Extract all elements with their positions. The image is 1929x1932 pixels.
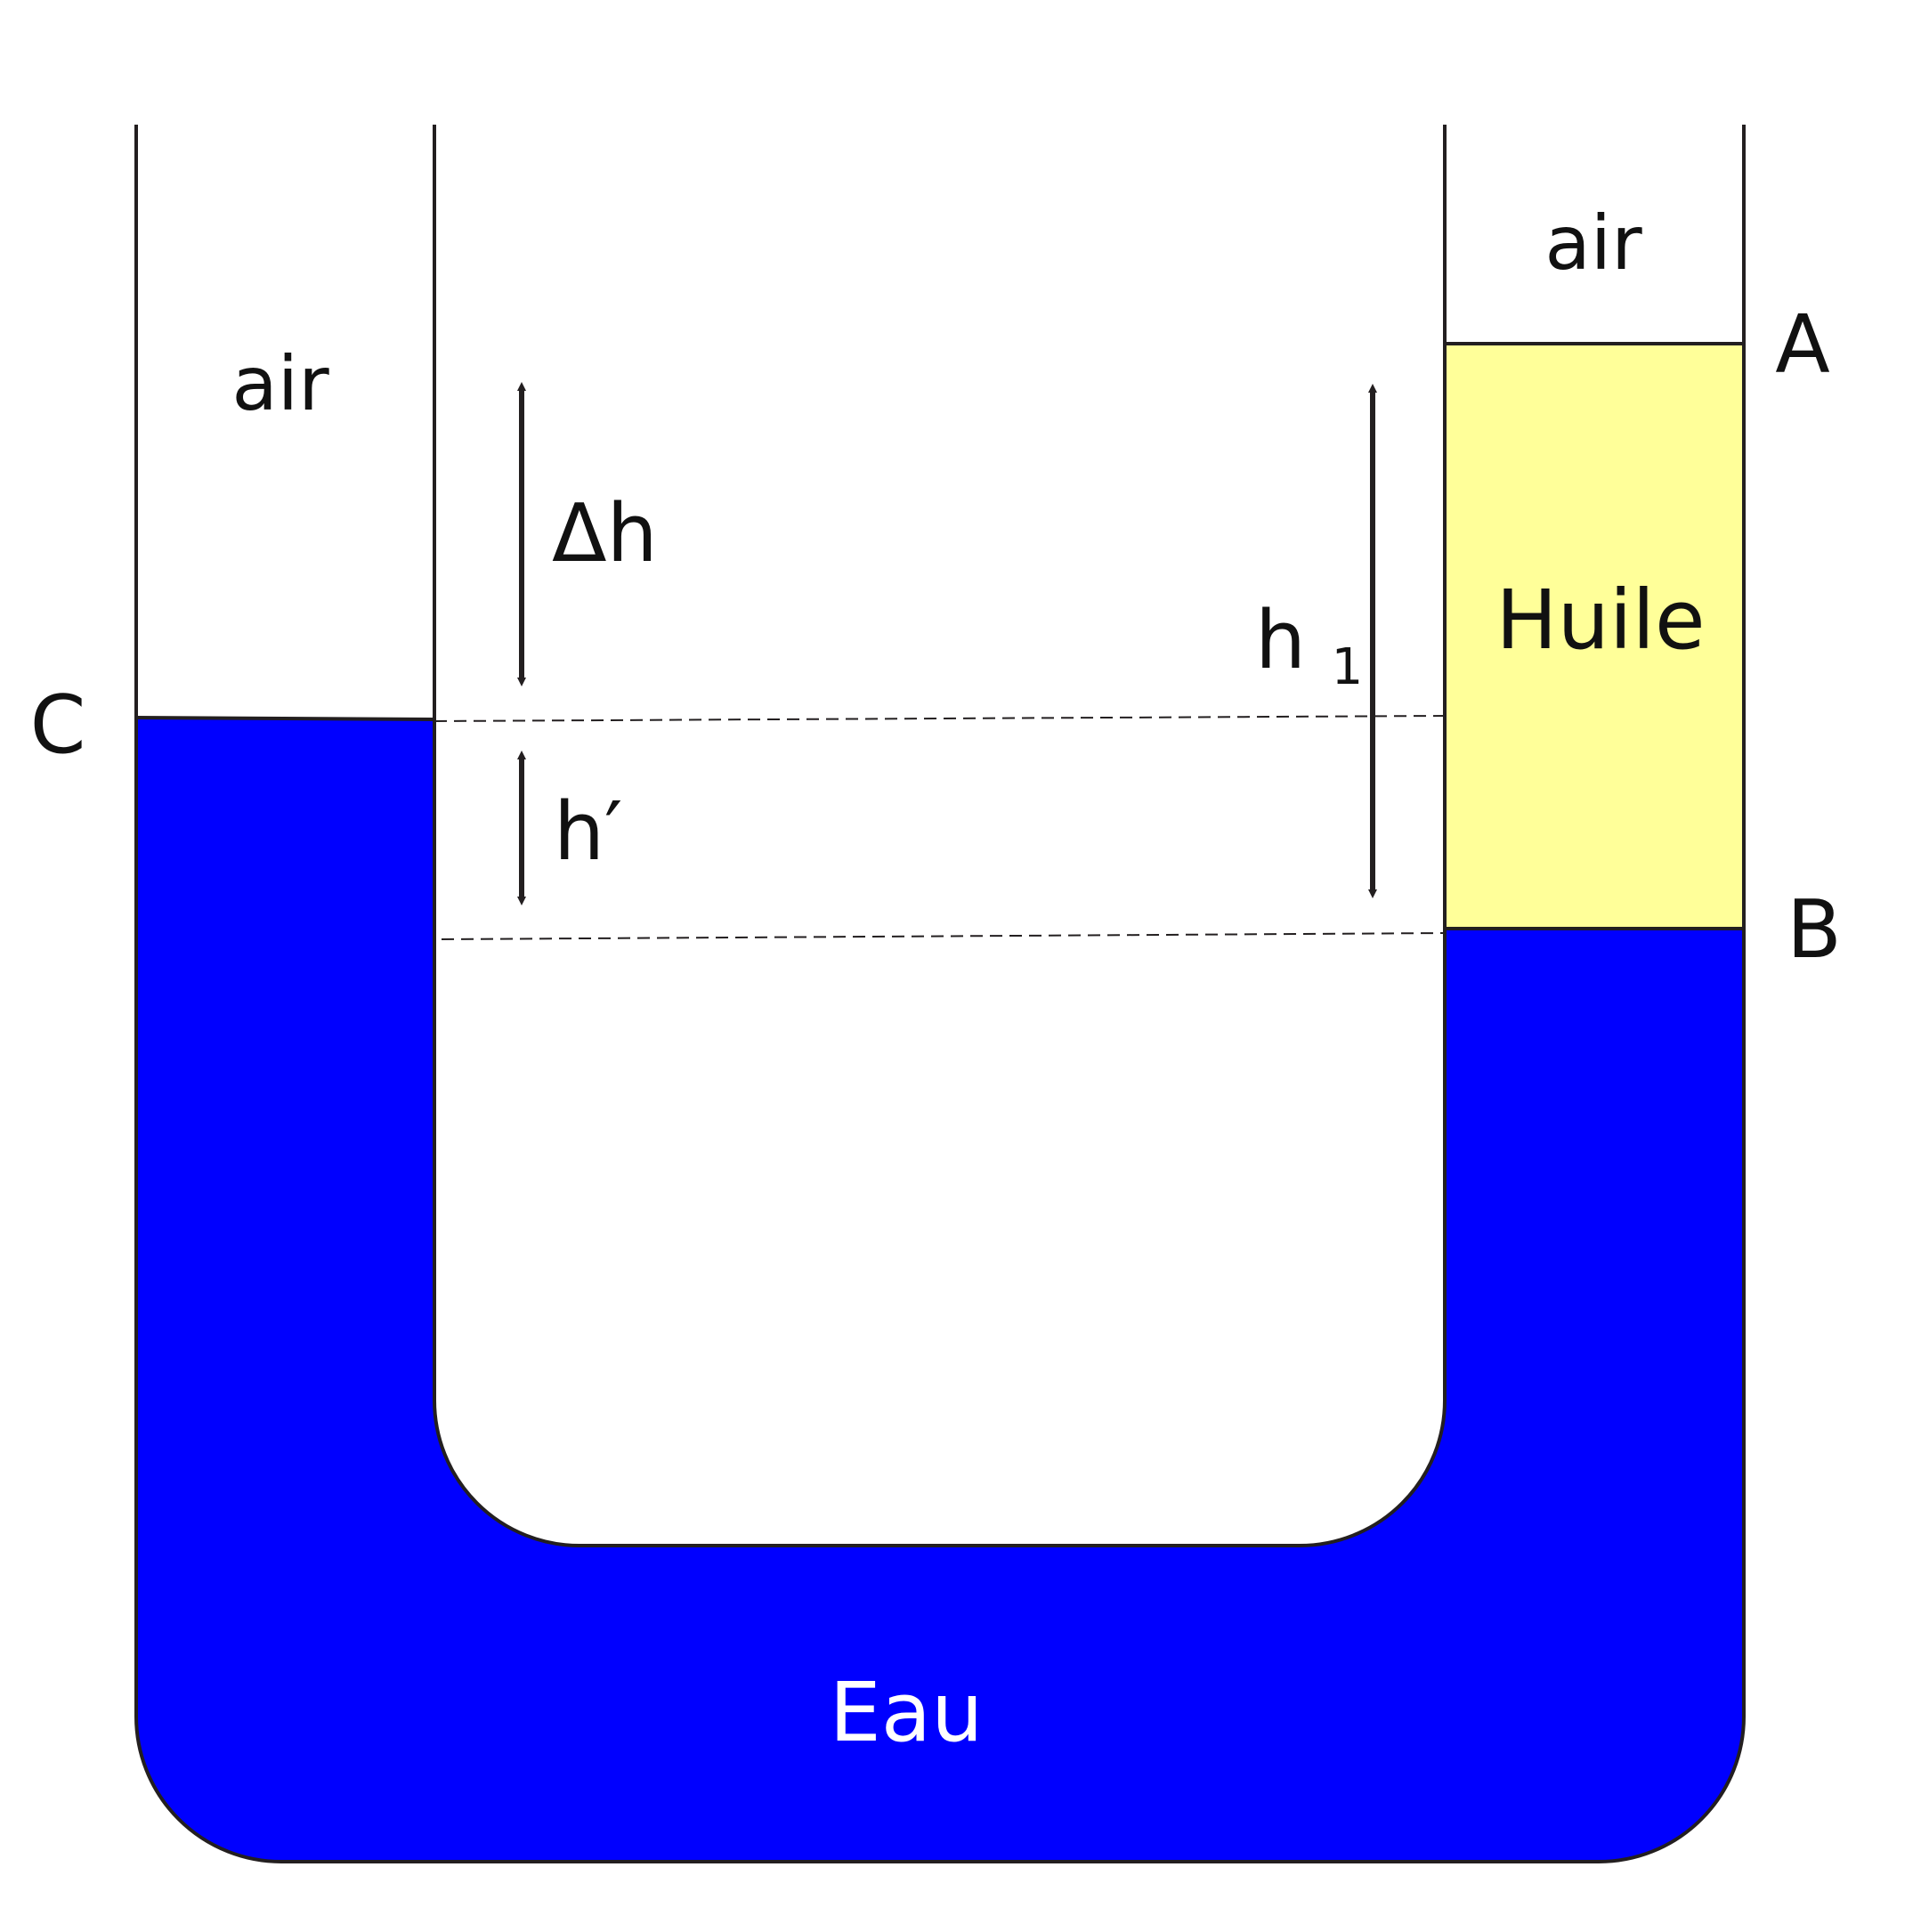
point-a-label: A xyxy=(1775,298,1830,392)
delta-h-label: Δh xyxy=(552,487,658,580)
h1-label-main: h xyxy=(1255,594,1306,687)
h1-label: h 1 xyxy=(1255,594,1363,696)
air-label-right: air xyxy=(1544,199,1642,287)
point-b-label: B xyxy=(1787,883,1842,977)
reference-line-b-level xyxy=(441,932,1446,940)
point-c-label: C xyxy=(30,678,86,772)
h1-label-subscript: 1 xyxy=(1332,638,1364,696)
air-label-left: air xyxy=(231,340,329,427)
inner-tube-wall xyxy=(433,125,1447,1547)
h-prime-label: h′ xyxy=(554,785,622,879)
oil-fill xyxy=(1445,344,1744,929)
outer-tube-wall xyxy=(134,125,1746,1863)
water-label: Eau xyxy=(830,1665,984,1760)
water-fill xyxy=(136,718,1744,1862)
oil-label: Huile xyxy=(1495,572,1705,668)
water-surface-left xyxy=(135,716,435,721)
reference-line-c-level xyxy=(434,715,1446,722)
